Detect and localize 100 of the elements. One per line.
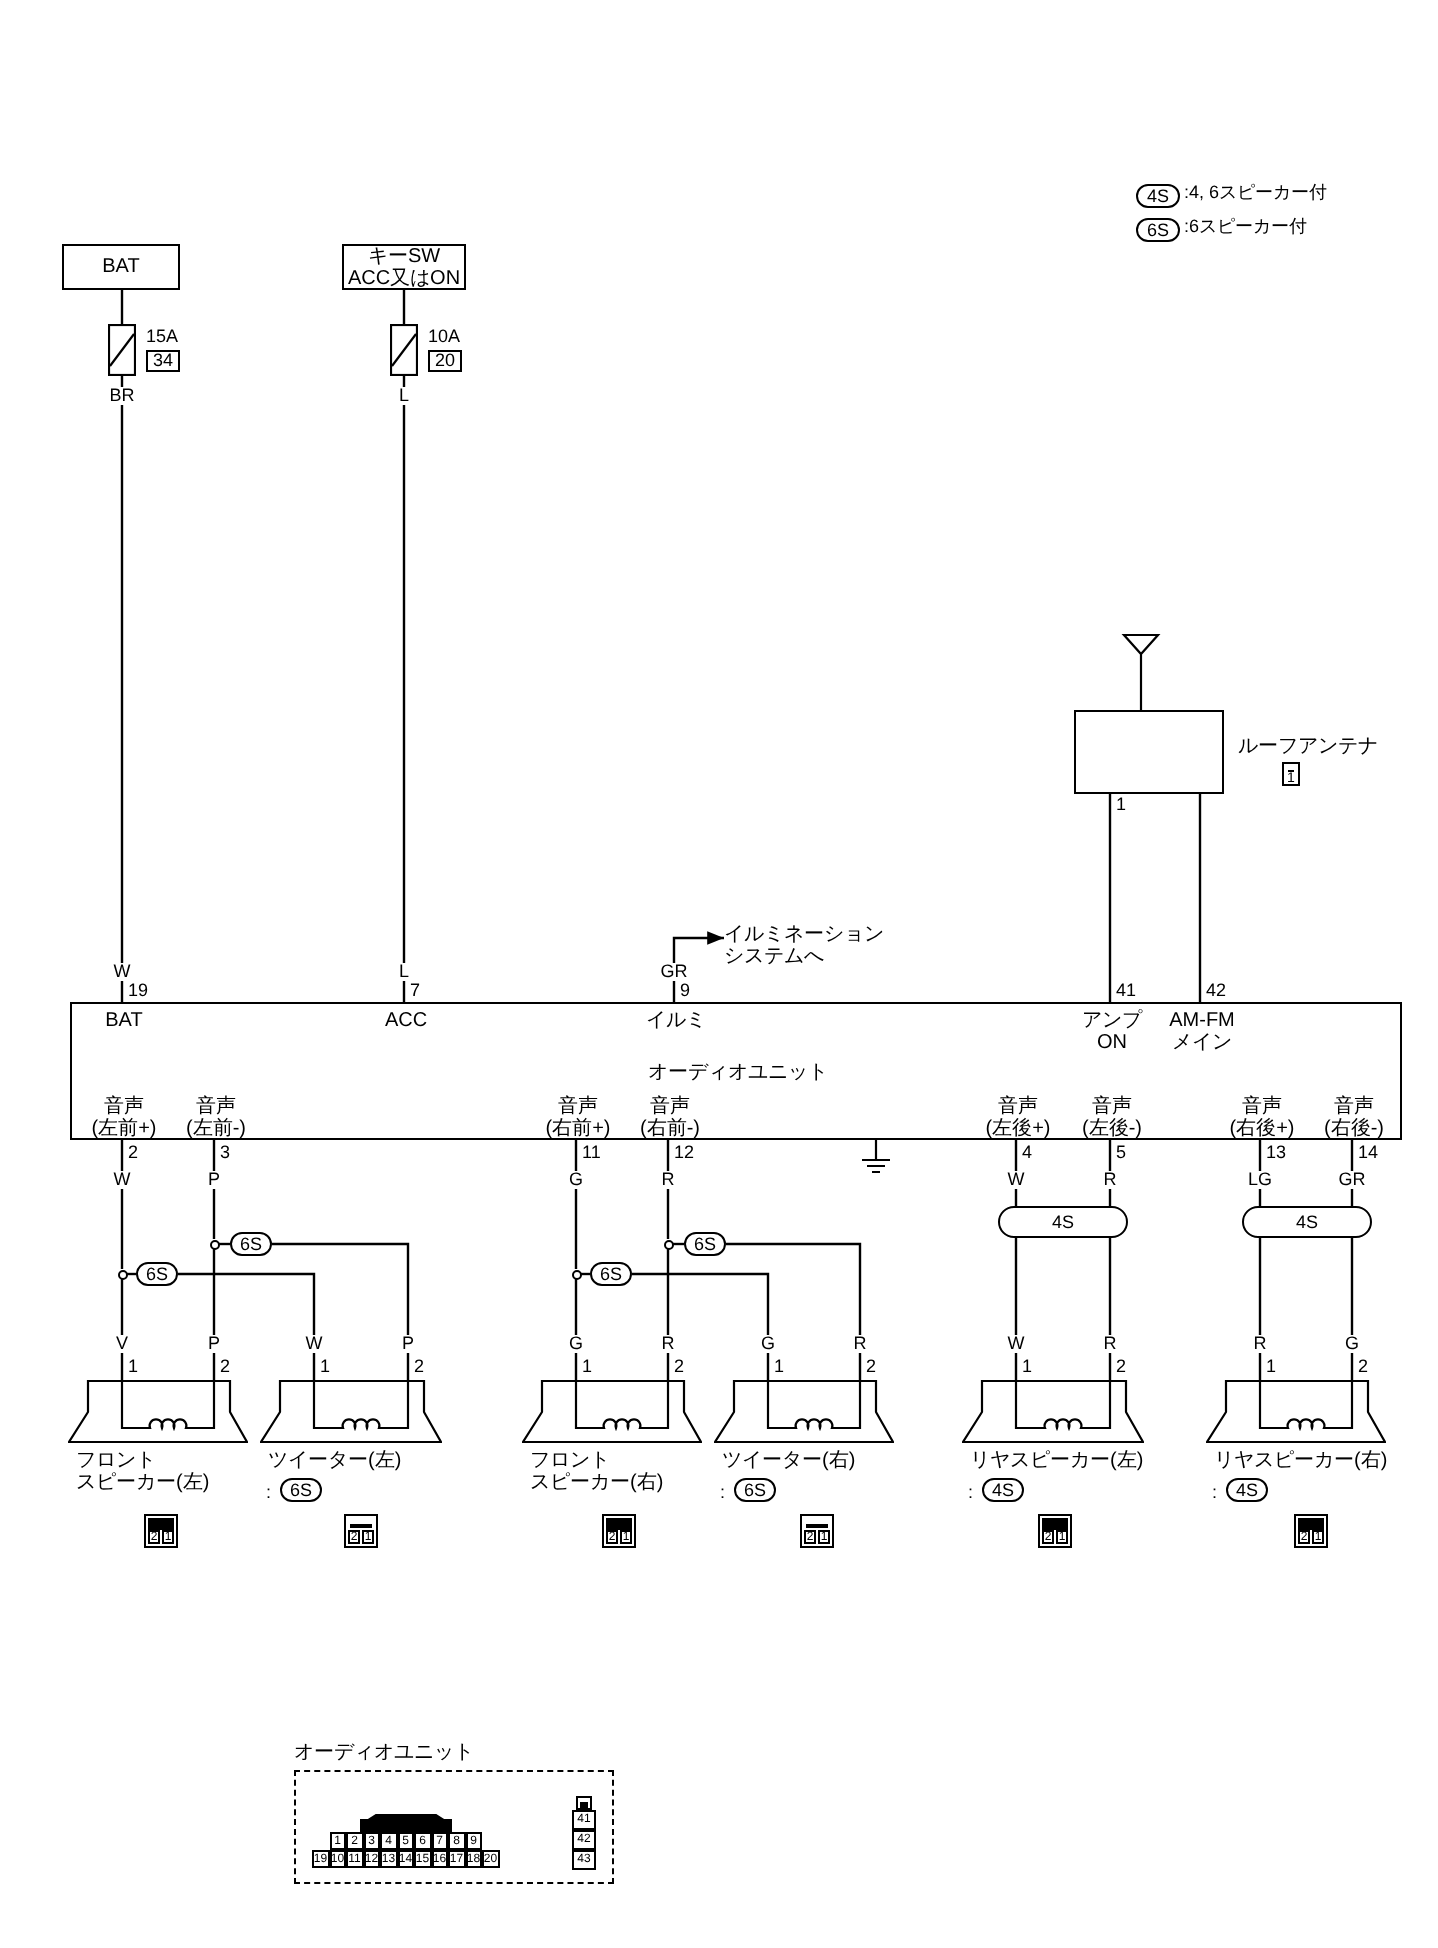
fuse-number: 34 [146,350,180,372]
pin-name: 音声 (左前+) [89,1096,159,1140]
wire-color-label: W [1005,1171,1027,1189]
wire [1108,794,1112,1002]
wire-color-label: P [206,1335,222,1353]
wire [1350,1140,1354,1206]
pin-name: AM-FM メイン [1167,1010,1237,1054]
wire-color-label: R [1101,1335,1119,1353]
pin-name: ACC [382,1010,430,1032]
wire-color-label: G [759,1335,777,1353]
fuse-symbol [390,324,418,376]
pin-name: 音声 (左前-) [184,1096,248,1140]
wire [272,1242,410,1380]
wire-color-label: P [206,1171,222,1189]
wire [212,1249,216,1380]
pin-number: 1 [320,1358,331,1376]
pin-number: 12 [674,1144,695,1162]
wire-color-label: R [1101,1171,1119,1189]
wire [574,1279,578,1380]
pin-number: 2 [414,1358,425,1376]
wire [178,1272,316,1380]
pin-name: 音声 (右前+) [543,1096,613,1140]
separator-colon: : [1212,1482,1218,1502]
wire [120,376,124,1002]
wire-color-label: R [851,1335,869,1353]
wire-color-label: R [659,1335,677,1353]
pin-number: 13 [1266,1144,1287,1162]
component-box: BAT [62,244,180,290]
audio-unit-box [70,1002,1402,1140]
pin-number: 1 [1266,1358,1277,1376]
wire-color-label: LG [1246,1171,1274,1189]
pin-number: 3 [220,1144,231,1162]
wire-color-label: P [400,1335,416,1353]
pin-number: 1 [128,1358,139,1376]
pin-number: 42 [1206,982,1227,1000]
fuse-symbol [108,324,136,376]
wire [212,1140,216,1239]
wire [1108,1140,1112,1206]
wire-color-label: V [114,1335,130,1353]
pin-name: 音声 (右前-) [638,1096,702,1140]
wire [666,1249,670,1380]
wire-color-label: BR [107,387,137,405]
wire-color-label: R [659,1171,677,1189]
connector-title: オーディオユニット [294,1742,474,1764]
wire-color-label: GR [1336,1171,1368,1189]
wire [1014,1238,1018,1380]
wire-color-label: L [397,387,411,405]
wire-color-label: W [111,1171,133,1189]
pin-number: 9 [680,982,691,1000]
destination-label: システムへ [724,946,824,968]
pin-name: BAT [103,1010,145,1032]
speaker-label: フロント [530,1450,610,1472]
wire [1258,1238,1262,1380]
pin-name: 音声 (右後+) [1227,1096,1297,1140]
wire [632,1272,770,1380]
pin-number: :6スピーカー付 [1184,218,1308,236]
pin-number: 1 [1116,796,1127,814]
wire-color-label: GR [658,963,690,981]
wire [1198,794,1202,1002]
separator-colon: : [266,1482,272,1502]
pin-number: 14 [1358,1144,1379,1162]
pin-number: 2 [220,1358,231,1376]
pin-number: 2 [866,1358,877,1376]
wire [1108,1238,1112,1380]
pin-name: 音声 (右後-) [1322,1096,1386,1140]
pin-number: 2 [128,1144,139,1162]
wire [1350,1238,1354,1380]
wire [120,290,124,324]
pin-name: 音声 (左後-) [1080,1096,1144,1140]
pin-name: イルミ [644,1010,708,1032]
speaker-label: リヤスピーカー(右) [1214,1450,1388,1472]
separator-colon: : [968,1482,974,1502]
speaker-label: ツイーター(右) [722,1450,856,1472]
pin-name: 音声 (左後+) [983,1096,1053,1140]
wire [402,290,406,324]
destination-label: イルミネーション [724,924,884,946]
fuse-rating: 10A [428,326,461,346]
pin-number: 4 [1022,1144,1033,1162]
wire-color-label: W [111,963,133,981]
wire-color-label: G [567,1335,585,1353]
pin-number: 7 [410,982,421,1000]
pin-number: 2 [1116,1358,1127,1376]
wire [120,1140,124,1269]
separator-colon: : [720,1482,726,1502]
pin-number: 19 [128,982,149,1000]
pin-number: :4, 6スピーカー付 [1184,184,1328,202]
pin-number: 1 [1022,1358,1033,1376]
wire-color-label: R [1251,1335,1269,1353]
wire-color-label: G [1343,1335,1361,1353]
fuse-rating: 15A [146,326,179,346]
pin-name: アンプ ON [1080,1010,1145,1054]
pin-number: 41 [1116,982,1137,1000]
wire-color-label: W [1005,1335,1027,1353]
wire [726,1242,862,1380]
wire [1014,1140,1018,1206]
wire [574,1140,578,1269]
speaker-label: リヤスピーカー(左) [970,1450,1144,1472]
wire [120,1279,124,1380]
pin-number: 1 [582,1358,593,1376]
wire-color-label: L [397,963,411,981]
